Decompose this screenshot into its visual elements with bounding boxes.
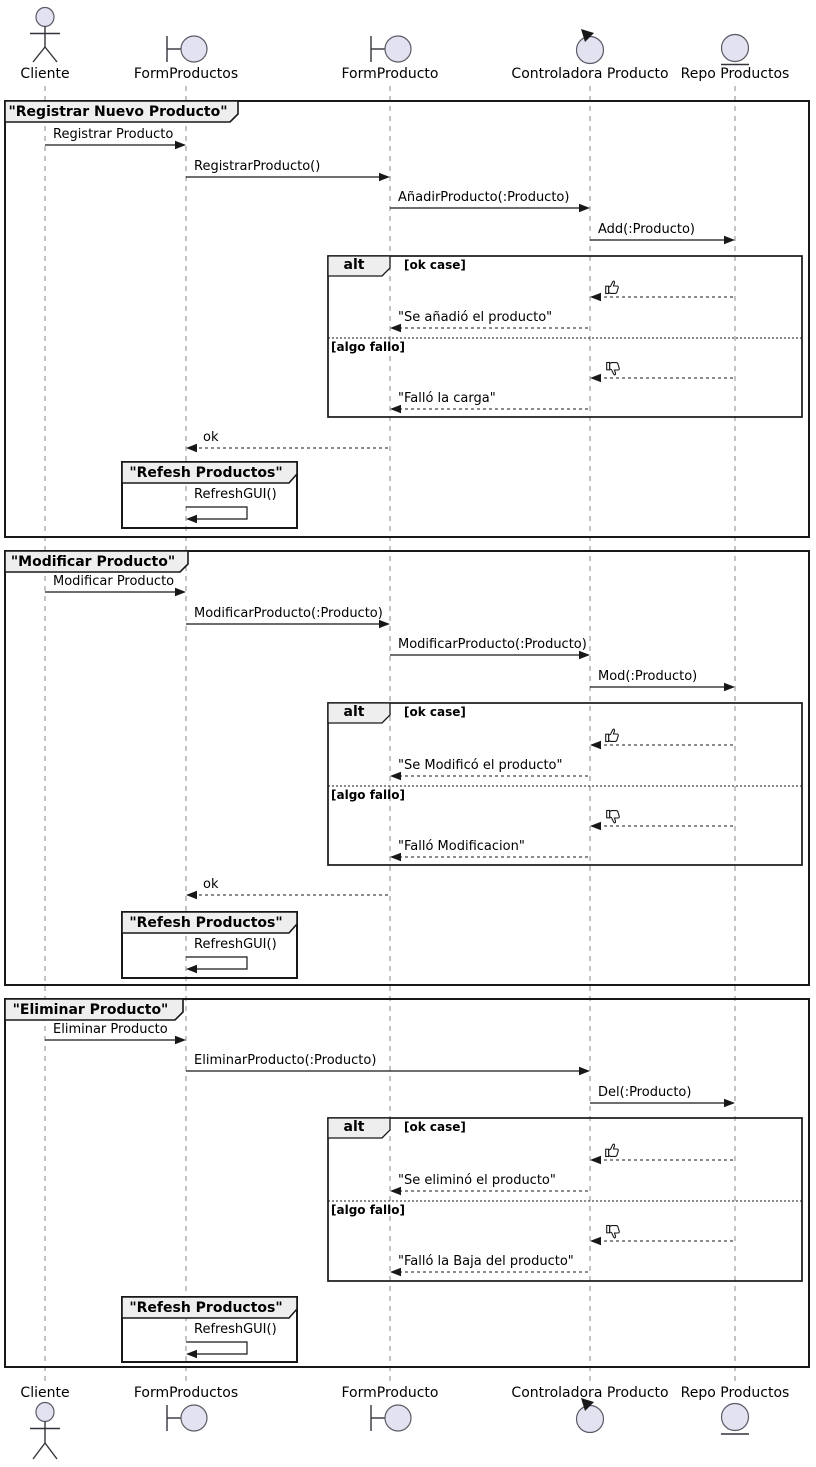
thumbs-up-icon	[605, 728, 619, 743]
thumbs-down-icon	[606, 361, 620, 376]
frame-title-refresh: "Refesh Productos"	[129, 1300, 283, 1316]
message-label: Del(:Producto)	[598, 1085, 692, 1100]
arrow-fallo-carga	[390, 404, 588, 414]
boundary-icon	[370, 1404, 412, 1432]
arrow-thumbs-down-return	[590, 373, 733, 383]
actor-icon	[30, 1401, 60, 1460]
entity-icon	[720, 1402, 750, 1435]
arrow-se-modifico	[390, 771, 588, 781]
frame-eliminar	[4, 998, 810, 1368]
guard-algo-fallo: [algo fallo]	[331, 788, 405, 802]
thumbs-up-icon	[605, 1143, 619, 1158]
arrow-thumbs-down-return	[590, 1236, 733, 1246]
alt-operator-label: alt	[343, 1119, 365, 1135]
arrow-modificarproducto-1	[186, 619, 390, 629]
arrow-thumbs-up-return	[590, 292, 733, 302]
participant-label-controladora: Controladora Producto	[511, 1385, 669, 1401]
thumbs-down-icon	[606, 1224, 620, 1239]
message-label: ModificarProducto(:Producto)	[194, 606, 383, 621]
message-label: EliminarProducto(:Producto)	[194, 1053, 377, 1068]
arrow-thumbs-up-return	[590, 1155, 733, 1165]
guard-ok-case: [ok case]	[404, 1120, 466, 1134]
arrow-modificar-producto	[45, 587, 186, 597]
frame-modificar	[4, 550, 810, 986]
participant-label-formproductos: FormProductos	[133, 1385, 239, 1401]
message-label: Mod(:Producto)	[598, 669, 698, 684]
arrow-ok-return	[186, 443, 388, 453]
guard-algo-fallo: [algo fallo]	[331, 340, 405, 354]
message-label: "Se añadió el producto"	[398, 310, 553, 325]
guard-ok-case: [ok case]	[404, 258, 466, 272]
arrow-thumbs-down-return	[590, 821, 733, 831]
participant-label-cliente: Cliente	[20, 1385, 70, 1401]
message-label: "Se eliminó el producto"	[398, 1173, 556, 1188]
message-label: "Falló Modificacion"	[398, 839, 525, 854]
message-label: "Se Modificó el producto"	[398, 758, 563, 773]
boundary-icon	[166, 35, 208, 63]
message-label: Eliminar Producto	[53, 1022, 168, 1037]
boundary-icon	[370, 35, 412, 63]
arrow-se-anadio	[390, 323, 588, 333]
arrow-registrarproducto	[186, 172, 390, 182]
participant-label-repo: Repo Productos	[680, 1385, 790, 1401]
alt-fragment-modificar	[327, 702, 803, 866]
control-icon	[575, 1398, 605, 1434]
alt-operator-label: alt	[343, 704, 365, 720]
arrow-thumbs-up-return	[590, 740, 733, 750]
frame-title-registrar: "Registrar Nuevo Producto"	[8, 104, 228, 120]
participant-label-formproductos: FormProductos	[133, 66, 239, 82]
frame-registrar	[4, 100, 810, 538]
alt-fragment-registrar	[327, 255, 803, 418]
frame-refresh-3	[121, 1296, 298, 1363]
arrow-modificarproducto-2	[390, 650, 590, 660]
frame-title-modificar: "Modificar Producto"	[10, 554, 176, 570]
arrow-del	[590, 1098, 735, 1108]
message-label: "Falló la Baja del producto"	[398, 1254, 574, 1269]
message-label: RefreshGUI()	[194, 1322, 277, 1337]
message-label: ok	[203, 877, 219, 892]
message-label: ok	[203, 430, 219, 445]
participant-label-repo: Repo Productos	[680, 66, 790, 82]
arrow-eliminar-producto	[45, 1035, 186, 1045]
arrow-eliminarproducto	[186, 1066, 590, 1076]
arrow-se-elimino	[390, 1186, 588, 1196]
participant-label-formproducto: FormProducto	[341, 66, 439, 82]
message-label: RefreshGUI()	[194, 937, 277, 952]
guard-ok-case: [ok case]	[404, 705, 466, 719]
message-label: Registrar Producto	[53, 127, 174, 142]
arrow-fallo-baja	[390, 1267, 588, 1277]
message-label: "Falló la carga"	[398, 391, 496, 406]
guard-algo-fallo: [algo fallo]	[331, 1203, 405, 1217]
message-label: RefreshGUI()	[194, 487, 277, 502]
message-label: AñadirProducto(:Producto)	[398, 190, 570, 205]
arrow-registrar-producto	[45, 140, 186, 150]
actor-icon	[30, 6, 60, 63]
message-label: Add(:Producto)	[598, 222, 696, 237]
alt-operator-label: alt	[343, 257, 365, 273]
frame-refresh-2	[121, 911, 298, 979]
thumbs-down-icon	[606, 809, 620, 824]
arrow-anadirproducto	[390, 203, 590, 213]
control-icon	[575, 29, 605, 65]
arrow-mod	[590, 682, 735, 692]
message-label: ModificarProducto(:Producto)	[398, 637, 587, 652]
participant-label-cliente: Cliente	[20, 66, 70, 82]
message-label: RegistrarProducto()	[194, 159, 321, 174]
frame-title-eliminar: "Eliminar Producto"	[12, 1002, 169, 1018]
alt-fragment-eliminar	[327, 1117, 803, 1282]
message-label: Modificar Producto	[53, 574, 175, 589]
thumbs-up-icon	[605, 280, 619, 295]
frame-title-refresh: "Refesh Productos"	[129, 465, 283, 481]
arrow-fallo-modificacion	[390, 852, 588, 862]
arrow-add	[590, 235, 735, 245]
frame-title-refresh: "Refesh Productos"	[129, 915, 283, 931]
arrow-ok-return	[186, 890, 388, 900]
boundary-icon	[166, 1404, 208, 1432]
participant-label-controladora: Controladora Producto	[511, 66, 669, 82]
frame-refresh-1	[121, 461, 298, 529]
participant-label-formproducto: FormProducto	[341, 1385, 439, 1401]
entity-icon	[720, 33, 750, 66]
